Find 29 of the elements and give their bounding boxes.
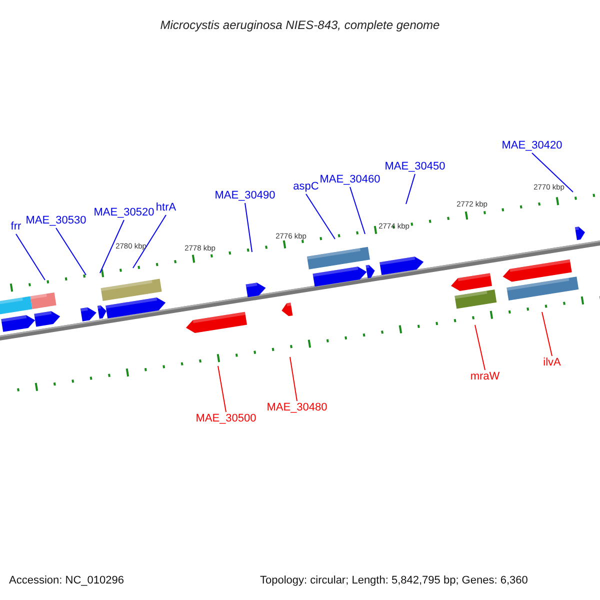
- leader-line: [542, 312, 552, 356]
- gene-label: MAE_30460: [320, 174, 380, 186]
- gene-label: MAE_30520: [94, 208, 154, 218]
- gene-label: MAE_30480: [266, 402, 328, 414]
- gene-label: aspC: [293, 182, 319, 192]
- gene-label: MAE_30450: [384, 162, 446, 172]
- gene-label: MAE_30490: [214, 190, 276, 202]
- leader-line: [218, 366, 226, 412]
- footer-text: Accession: NC_010296: [9, 576, 124, 586]
- leader-line: [306, 194, 336, 240]
- gene-label: mraW: [470, 372, 500, 382]
- leader-line: [290, 356, 298, 402]
- footer-text: Topology: circular; Length: 5,842,795 bp; Genes: 6,360: [260, 576, 528, 586]
- gene-label: ilvA: [543, 358, 561, 368]
- gene-label: htrA: [156, 202, 176, 214]
- gene-label: MAE_30500: [196, 414, 256, 424]
- leader-line: [474, 324, 486, 370]
- title: Microcystis aeruginosa NIES-843, complete genome: [159, 18, 441, 32]
- gene-label: MAE_30530: [26, 216, 86, 226]
- leader-line: [56, 228, 86, 276]
- leader-line: [350, 186, 366, 234]
- leader-line: [532, 152, 574, 192]
- leader-line: [16, 234, 46, 280]
- leader-line: [406, 174, 416, 204]
- gene-label: MAE_30420: [502, 140, 562, 152]
- leader-line: [244, 202, 252, 252]
- leader-line: [132, 214, 166, 268]
- leader-line: [100, 220, 124, 274]
- gene-label: frr: [10, 222, 22, 232]
